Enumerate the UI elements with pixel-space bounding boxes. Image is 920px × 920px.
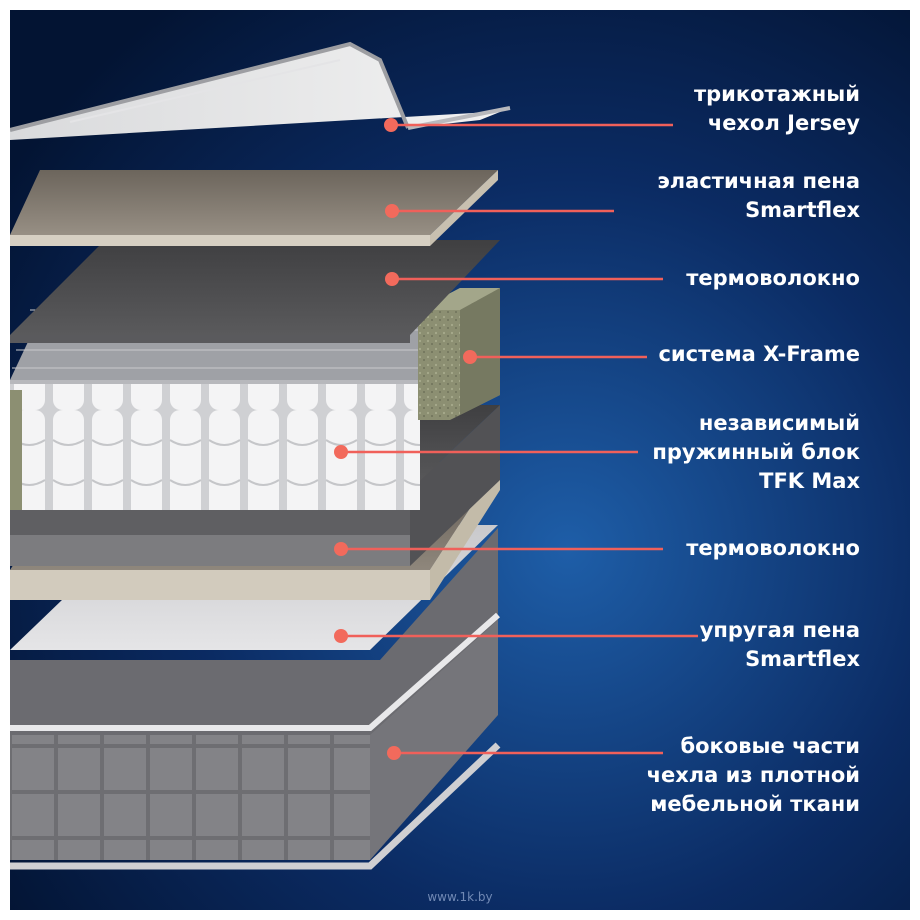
x-frame-block [418, 288, 500, 420]
label-line: термоволокно [686, 536, 860, 560]
label-line: TFK Max [759, 469, 860, 493]
jersey-cover-layer [10, 41, 511, 140]
label-line: эластичная пена [657, 169, 860, 193]
label-line: термоволокно [686, 266, 860, 290]
label-line: независимый [698, 411, 860, 435]
label-line: Smartflex [745, 647, 860, 671]
label-line: пружинный блок [652, 440, 860, 464]
thermofiber-top-layer [10, 240, 500, 343]
label-jersey-cover: трикотажный чехол Jersey [694, 80, 860, 138]
label-line: боковые части [680, 734, 860, 758]
label-line: система X-Frame [658, 342, 860, 366]
label-spring-block: независимый пружинный блок TFK Max [652, 409, 860, 496]
callout-lines [334, 118, 698, 760]
label-line: чехол Jersey [707, 111, 860, 135]
mattress-illustration [10, 10, 910, 910]
label-line: чехла из плотной [646, 763, 860, 787]
label-x-frame: система X-Frame [658, 340, 860, 369]
callout-dot-x-frame [463, 350, 477, 364]
mattress-layers-infographic: трикотажный чехол Jersey эластичная пена… [10, 10, 910, 910]
label-smartflex-top: эластичная пена Smartflex [657, 167, 860, 225]
callout-dot-side-fabric [387, 746, 401, 760]
label-line: упругая пена [699, 618, 860, 642]
callout-dot-smartflex-top [385, 204, 399, 218]
label-side-fabric: боковые части чехла из плотной мебельной… [647, 732, 860, 819]
label-line: Smartflex [745, 198, 860, 222]
callout-dot-smartflex-bottom [334, 629, 348, 643]
smartflex-top-layer [10, 170, 498, 246]
callout-dot-thermofiber-bottom [334, 542, 348, 556]
label-thermofiber-top: термоволокно [686, 264, 860, 293]
label-smartflex-bottom: упругая пена Smartflex [700, 616, 860, 674]
label-line: мебельной ткани [650, 792, 860, 816]
callout-dot-jersey [384, 118, 398, 132]
label-line: трикотажный [693, 82, 860, 106]
label-thermofiber-bottom: термоволокно [686, 534, 860, 563]
watermark: www.1k.by [427, 890, 493, 904]
callout-dot-thermofiber-top [385, 272, 399, 286]
callout-dot-spring-block [334, 445, 348, 459]
